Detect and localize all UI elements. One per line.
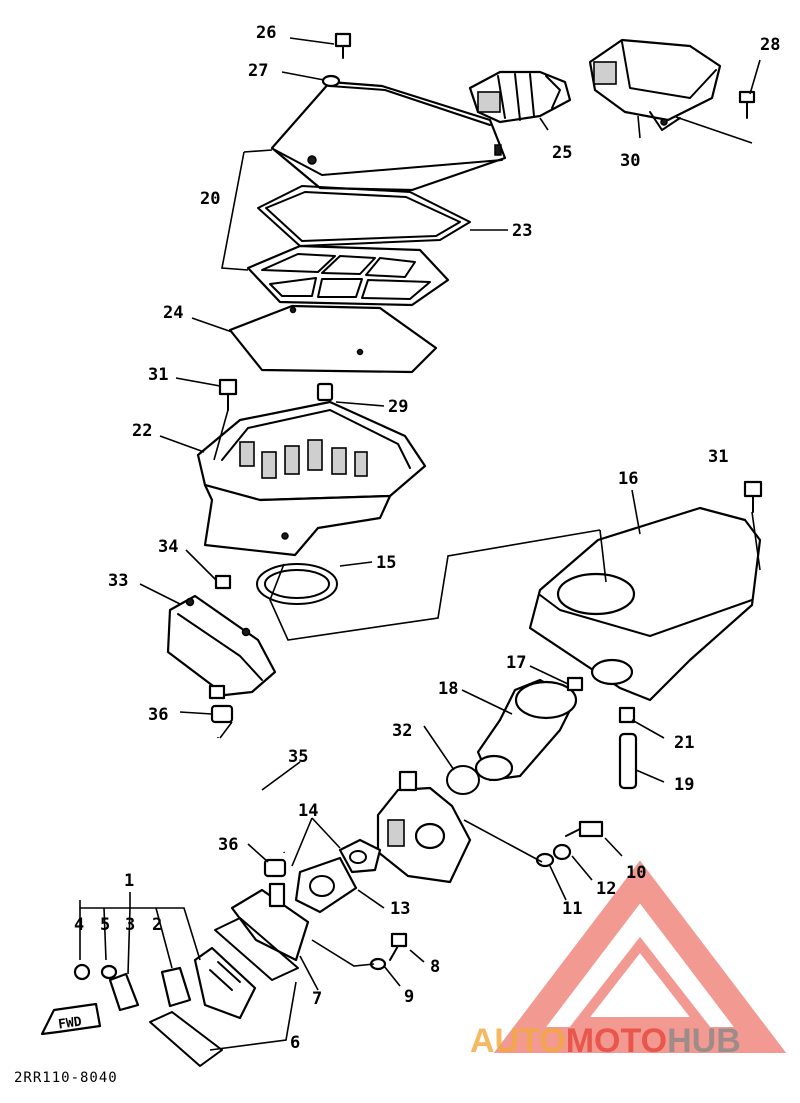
label-21: 21 (674, 733, 694, 753)
carburetor (376, 770, 472, 884)
screw-17 (566, 676, 584, 692)
label-29: 29 (388, 397, 408, 417)
label-1: 1 (124, 871, 134, 891)
screw-4 (73, 963, 91, 981)
label-14: 14 (298, 801, 318, 821)
label-23: 23 (512, 221, 532, 241)
insulator-14 (338, 838, 382, 874)
label-15: 15 (376, 553, 396, 573)
air-box-cover (270, 80, 507, 192)
label-31-right: 31 (708, 447, 728, 467)
clamp-36-bottom (263, 858, 287, 878)
label-33: 33 (108, 571, 128, 591)
element-frame (246, 244, 450, 307)
part-labels: 26 27 28 25 30 20 23 24 31 29 22 31 16 3… (74, 23, 780, 1053)
bolt-34 (214, 574, 232, 590)
label-9: 9 (404, 987, 414, 1007)
watermark-moto: MOTO (566, 1022, 667, 1060)
fwd-label: FWD (57, 1014, 83, 1032)
label-7: 7 (312, 989, 322, 1009)
svg-text:AUTOMOTOHUB: AUTOMOTOHUB (470, 1022, 741, 1060)
label-30: 30 (620, 151, 640, 171)
clamp-36-top (210, 704, 234, 724)
reed-gasket-6b (149, 1011, 223, 1067)
label-31-left: 31 (148, 365, 168, 385)
breather-box (166, 594, 277, 700)
bolt-10 (565, 820, 604, 838)
label-5: 5 (100, 915, 110, 935)
washer-12 (552, 843, 572, 861)
reed-petal-2 (160, 966, 192, 1008)
label-36-top: 36 (148, 705, 168, 725)
label-11: 11 (562, 899, 582, 919)
reed-valve-1 (193, 946, 257, 1020)
stopper-3 (108, 972, 140, 1012)
label-19: 19 (674, 775, 694, 795)
label-12: 12 (596, 879, 616, 899)
label-3: 3 (125, 915, 135, 935)
air-filter-element (228, 304, 438, 374)
breather-hose (213, 737, 289, 854)
label-26: 26 (256, 23, 276, 43)
fwd-arrow-icon: FWD (40, 1002, 102, 1036)
joint-13 (294, 856, 358, 914)
gasket-15 (256, 563, 338, 605)
label-27: 27 (248, 61, 268, 81)
label-25: 25 (552, 143, 572, 163)
label-18: 18 (438, 679, 458, 699)
hose-19 (618, 732, 638, 790)
washer-5 (100, 964, 118, 980)
label-4: 4 (74, 915, 84, 935)
label-10: 10 (626, 863, 646, 883)
label-36-bottom: 36 (218, 835, 238, 855)
label-34: 34 (158, 537, 178, 557)
bolt-31-right (743, 480, 763, 513)
label-32: 32 (392, 721, 412, 741)
label-35: 35 (288, 747, 308, 767)
label-20: 20 (200, 189, 220, 209)
intake-cover (588, 38, 722, 131)
diagram-code: 2RR110-8040 (14, 1070, 118, 1086)
watermark-auto: AUTO (470, 1022, 566, 1060)
clip-21 (618, 706, 636, 724)
bolt-8 (389, 932, 408, 961)
watermark-logo (493, 860, 787, 1053)
label-17: 17 (506, 653, 526, 673)
carb-joint (474, 678, 578, 782)
air-box-case (196, 400, 427, 557)
label-28: 28 (760, 35, 780, 55)
clamp-32 (446, 765, 480, 795)
washer-27 (321, 74, 341, 88)
label-8: 8 (430, 957, 440, 977)
watermark-text: AUTOMOTOHUB (470, 1022, 741, 1060)
screw-28 (738, 90, 756, 119)
label-16: 16 (618, 469, 638, 489)
label-13: 13 (390, 899, 410, 919)
reed-block-7 (230, 882, 310, 962)
label-22: 22 (132, 421, 152, 441)
leader-lines (79, 37, 761, 1051)
grommet-29 (316, 382, 334, 402)
reed-gasket-6 (214, 917, 299, 981)
label-2: 2 (152, 915, 162, 935)
screw-26 (334, 32, 352, 59)
label-24: 24 (163, 303, 183, 323)
bolt-31-left (218, 378, 238, 411)
gasket (257, 185, 471, 247)
watermark-hub: HUB (667, 1022, 741, 1060)
air-box-16 (528, 506, 762, 702)
label-6: 6 (290, 1033, 300, 1053)
intake-duct (468, 70, 572, 124)
